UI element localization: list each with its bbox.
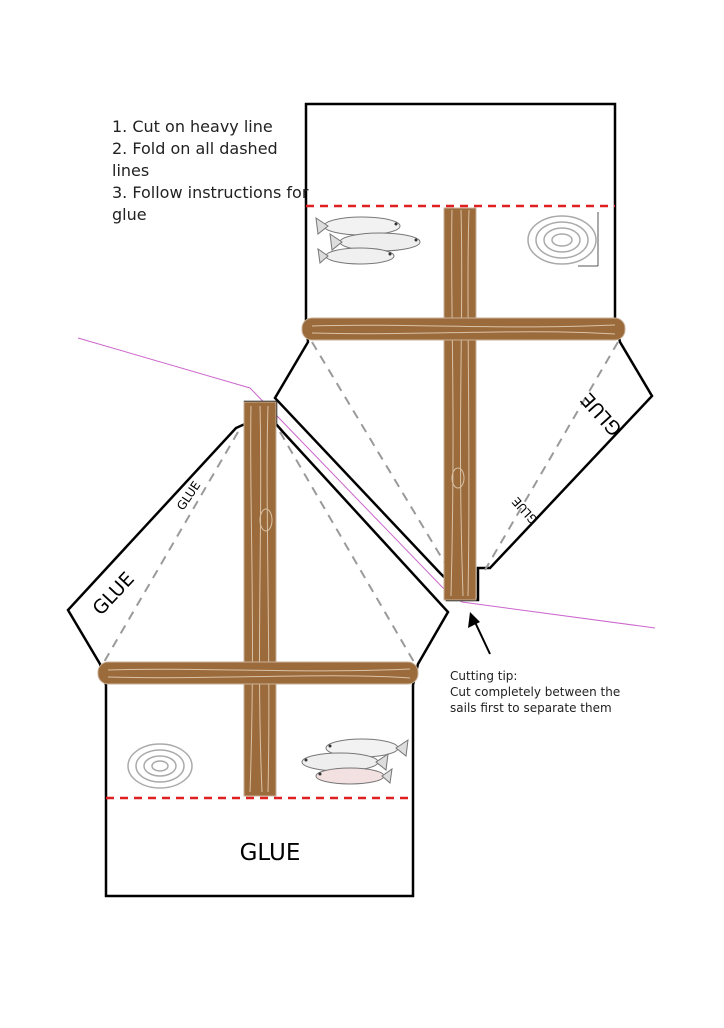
- lower-sail-rope-image: [127, 743, 193, 789]
- lower-sail: GLUE GLUE GLUE: [66, 400, 450, 898]
- upper-sail-boom-grain: [311, 324, 616, 335]
- lower-sail-boom: [97, 661, 419, 685]
- instruction-step: 2. Fold on all dashed lines: [112, 139, 278, 180]
- instruction-step: 1. Cut on heavy line: [112, 117, 273, 136]
- upper-sail: GLUE GLUE: [273, 102, 654, 602]
- cutting-tip-arrow: [468, 612, 491, 655]
- lower-sail-mast-grain: [249, 405, 270, 793]
- instructions-list: 1. Cut on heavy line 2. Fold on all dash…: [112, 116, 312, 226]
- instruction-step: 3. Follow instructions for glue: [112, 183, 309, 224]
- lower-sail-mast-knot: [259, 508, 273, 532]
- lower-sail-fold-line: [279, 431, 415, 663]
- upper-sail-boom: [301, 317, 626, 341]
- bottom-flap-glue-label: GLUE: [240, 840, 301, 866]
- cutting-tip-body: Cut completely between the sails first t…: [450, 685, 621, 715]
- upper-sail-mast: [443, 207, 477, 601]
- lower-sail-fold-line: [103, 431, 239, 663]
- cutting-tip-note: Cutting tip: Cut completely between the …: [450, 668, 650, 716]
- cutting-tip-title: Cutting tip:: [450, 669, 518, 683]
- upper-sail-rope-image: [527, 212, 599, 267]
- upper-sail-mast-grain: [450, 209, 470, 597]
- upper-sail-fish-image: [315, 216, 421, 265]
- upper-sail-fold-line: [311, 341, 453, 576]
- lower-sail-boom-grain: [107, 668, 411, 679]
- upper-sail-fold-line: [484, 341, 619, 571]
- upper-sail-mast-knot: [451, 467, 465, 489]
- lower-sail-fish-image: [301, 738, 409, 785]
